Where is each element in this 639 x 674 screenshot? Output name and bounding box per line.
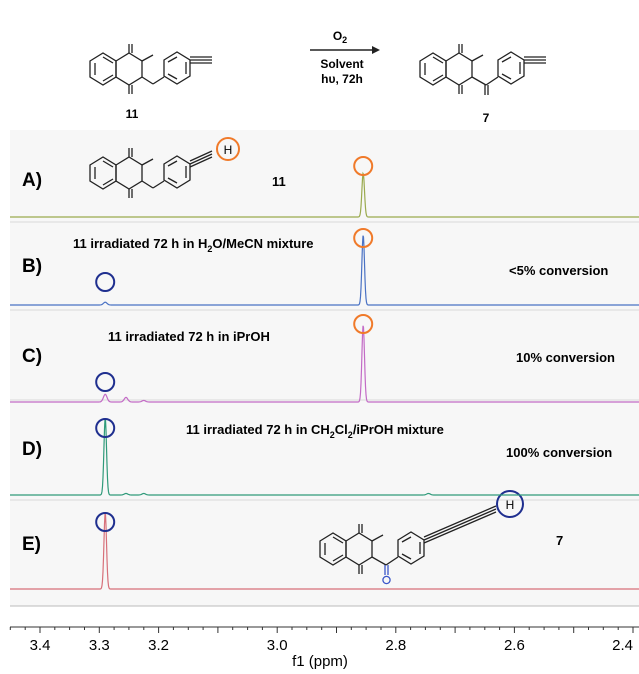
conversion-c: 10% conversion xyxy=(516,350,615,365)
caption-c: 11 irradiated 72 h in iPrOH xyxy=(108,329,270,344)
spectrum-line-c xyxy=(10,325,639,403)
alkyne-h-marker-e xyxy=(496,490,524,518)
ppm-axis: 3.4 3.3 3.2 3.0 2.8 2.6 2.4 f1 (ppm) xyxy=(9,626,639,670)
conversion-b: <5% conversion xyxy=(509,263,608,278)
spectra xyxy=(10,171,639,590)
starting-material-structure xyxy=(89,43,212,95)
inset-structure-7: H xyxy=(319,490,524,585)
caption-b: 11 irradiated 72 h in H2O/MeCN mixture xyxy=(73,236,314,254)
spectrum-background xyxy=(10,130,639,606)
solvent-label: Solvent xyxy=(320,57,363,71)
caption-a: 11 xyxy=(272,174,286,189)
peak-marker-b-product xyxy=(95,272,116,292)
panel-letter-a: A) xyxy=(22,170,42,191)
conversion-labels: <5% conversion 10% conversion 100% conve… xyxy=(506,263,615,460)
tick-label: 2.8 xyxy=(385,637,406,654)
alkyne-h-marker-a xyxy=(216,137,240,161)
spectrum-line-e xyxy=(10,512,639,590)
reaction-scheme: 11 O2 Solvent hυ, 72h 7 xyxy=(89,29,546,125)
peak-marker-e-product xyxy=(95,512,116,532)
panel-letters: A) B) C) D) E) xyxy=(22,170,42,555)
product-structure xyxy=(419,43,546,95)
product-compound-label: 7 xyxy=(483,111,490,125)
peak-marker-d-product xyxy=(95,418,116,438)
peak-marker-b-start xyxy=(353,228,374,248)
tick-label: 3.0 xyxy=(267,637,288,654)
tick-label: 2.6 xyxy=(504,637,525,654)
start-compound-label: 11 xyxy=(126,107,139,121)
peak-markers xyxy=(95,156,374,532)
inset-structure-11: H xyxy=(89,137,240,199)
panel-letter-e: E) xyxy=(22,534,41,555)
carbonyl-oxygen xyxy=(382,575,391,585)
axis-label: f1 (ppm) xyxy=(292,653,348,670)
spectrum-line-a xyxy=(10,171,639,218)
panel-letter-b: B) xyxy=(22,256,42,277)
conversion-d: 100% conversion xyxy=(506,445,612,460)
axis-ticks: 3.4 3.3 3.2 3.0 2.8 2.6 2.4 xyxy=(9,627,634,654)
conditions-label: hυ, 72h xyxy=(321,72,363,86)
panel-captions: 11 11 irradiated 72 h in H2O/MeCN mixtur… xyxy=(73,174,563,548)
panel-letter-c: C) xyxy=(22,346,42,367)
alkyne-h-label-a: H xyxy=(224,143,233,157)
spectrum-line-d xyxy=(10,417,639,496)
peak-marker-c-start xyxy=(353,314,374,334)
tick-label: 3.2 xyxy=(148,637,169,654)
panel-separators xyxy=(10,221,639,607)
reagent-label: O2 xyxy=(333,29,347,45)
caption-d: 11 irradiated 72 h in CH2Cl2/iPrOH mixtu… xyxy=(186,422,444,440)
peak-marker-c-product xyxy=(95,372,116,392)
peak-marker-a-start xyxy=(353,156,374,176)
tick-label: 3.3 xyxy=(89,637,110,654)
spectrum-line-b xyxy=(10,235,639,306)
alkyne-h-label-e: H xyxy=(506,498,515,512)
caption-e: 7 xyxy=(556,533,563,548)
panel-letter-d: D) xyxy=(22,439,42,460)
tick-label: 3.4 xyxy=(30,637,51,654)
reaction-arrowhead xyxy=(372,46,380,54)
tick-label: 2.4 xyxy=(612,637,633,654)
